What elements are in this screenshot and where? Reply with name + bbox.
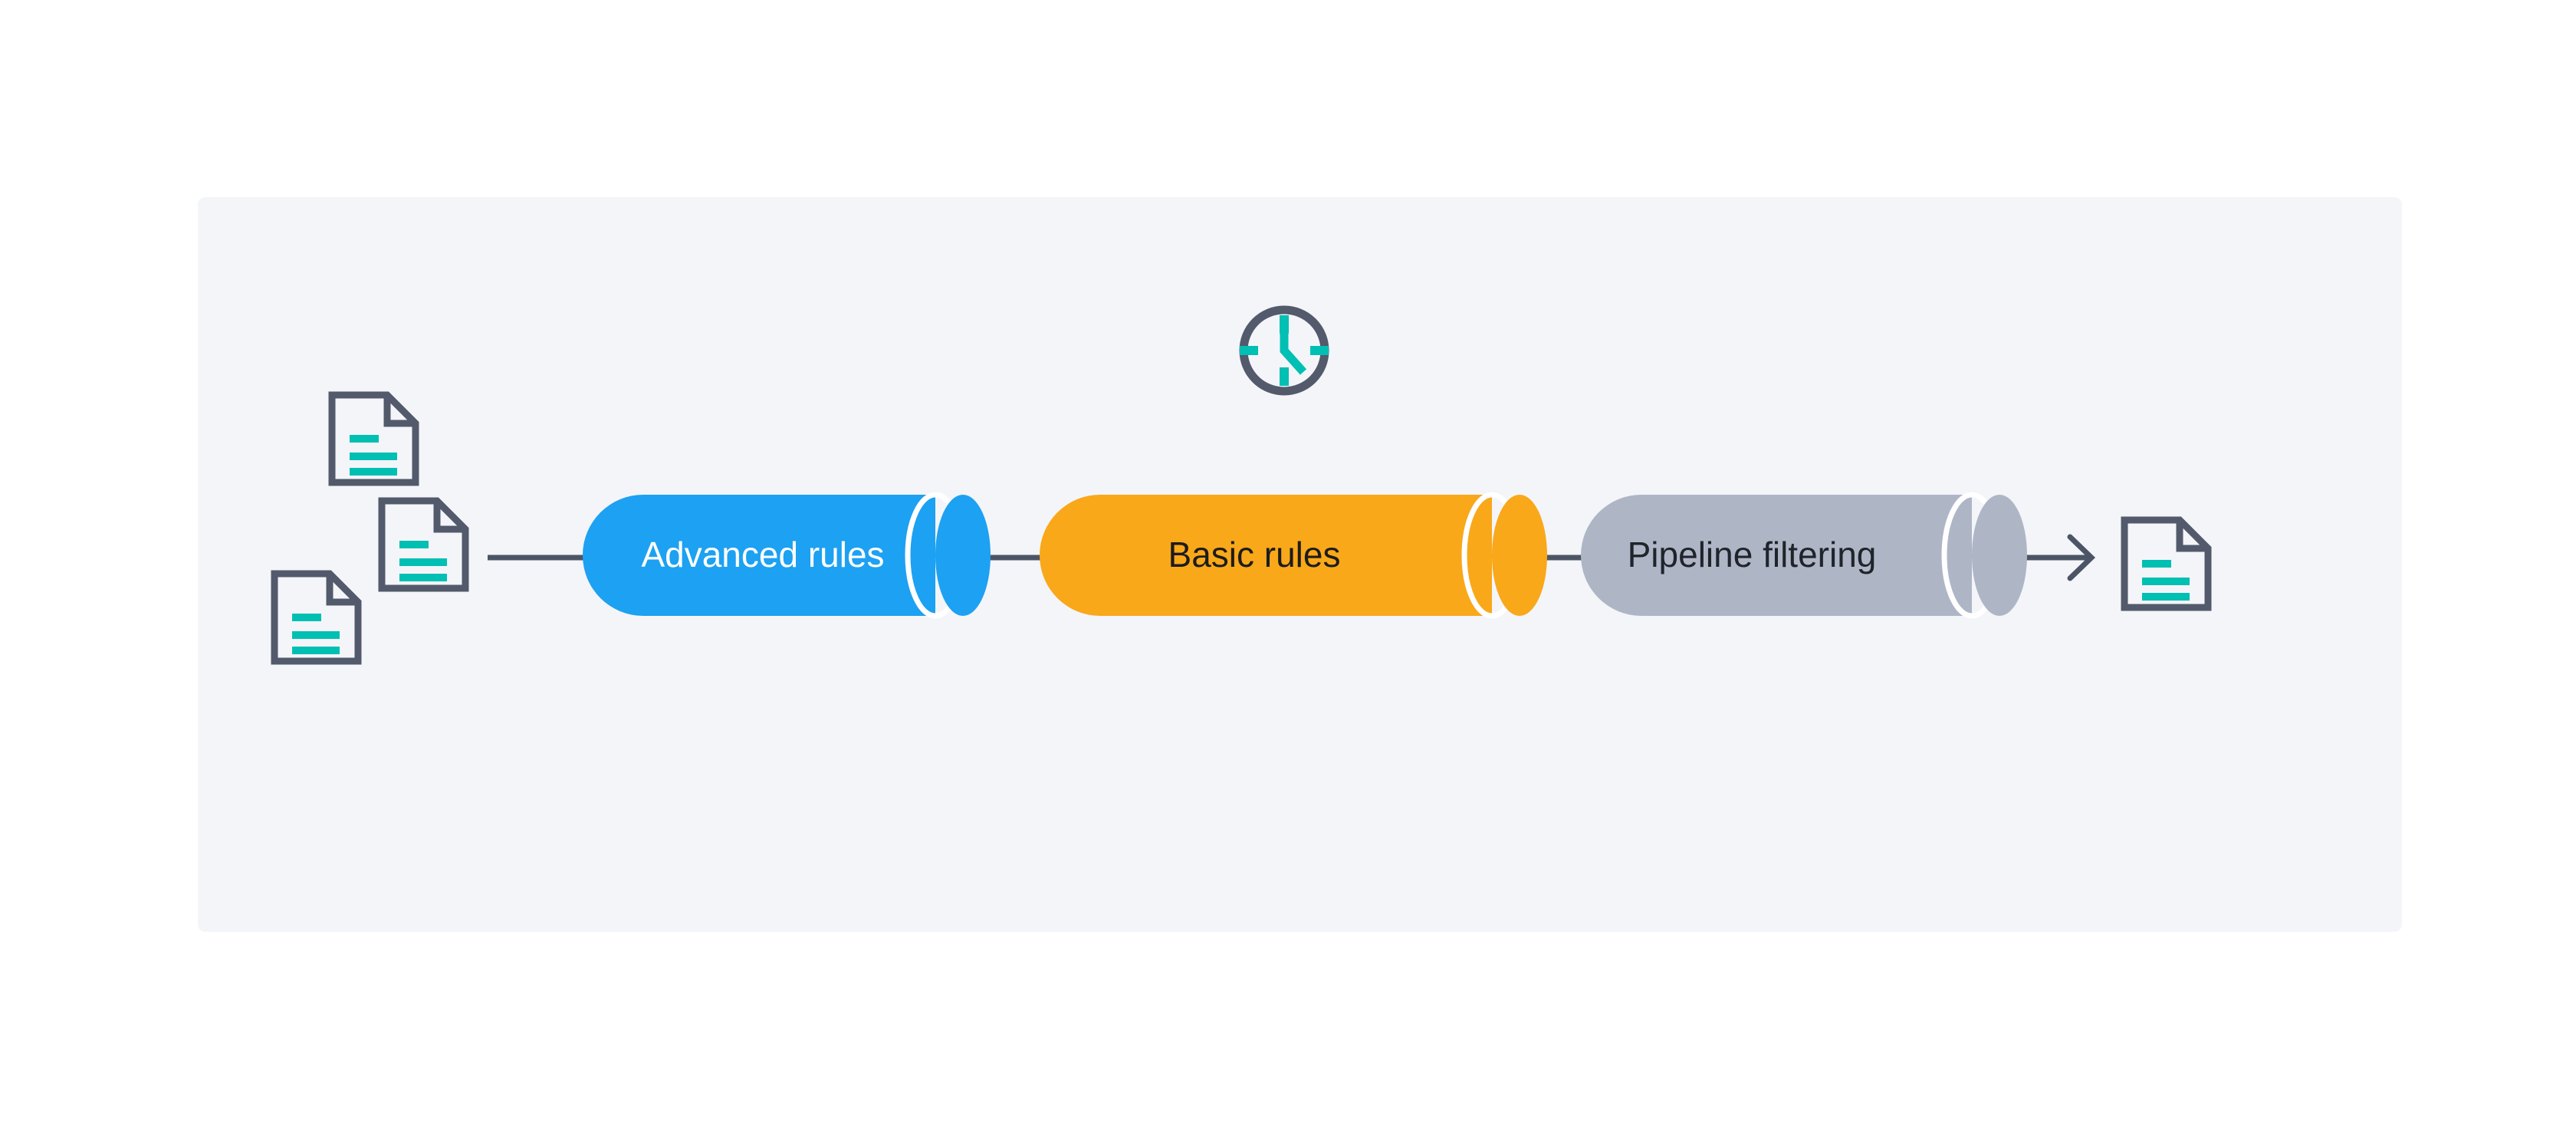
clock-tick-9 xyxy=(1240,346,1258,355)
stage-cap-basic xyxy=(1492,495,1547,616)
output-document xyxy=(2124,520,2208,607)
input-document-2 xyxy=(382,501,465,588)
arrow-to-output xyxy=(2067,534,2096,581)
stage-pipeline-filtering[interactable]: Pipeline filtering xyxy=(1581,492,2027,619)
clock-hands xyxy=(1280,328,1307,375)
clock-icon xyxy=(1239,305,1329,396)
stage-cap-advanced xyxy=(935,495,991,616)
input-document-3 xyxy=(274,574,358,661)
stage-cap-filtering xyxy=(1972,495,2027,616)
stage-label-advanced-rules: Advanced rules xyxy=(641,535,884,574)
stage-advanced-rules[interactable]: Advanced rules xyxy=(583,492,991,619)
clock-tick-3 xyxy=(1310,346,1329,355)
stage-basic-rules[interactable]: Basic rules xyxy=(1040,492,1547,619)
input-document-1 xyxy=(332,395,416,482)
clock-tick-6 xyxy=(1280,367,1289,386)
stage-label-pipeline-filtering: Pipeline filtering xyxy=(1628,535,1877,574)
stage-label-basic-rules: Basic rules xyxy=(1168,535,1341,574)
